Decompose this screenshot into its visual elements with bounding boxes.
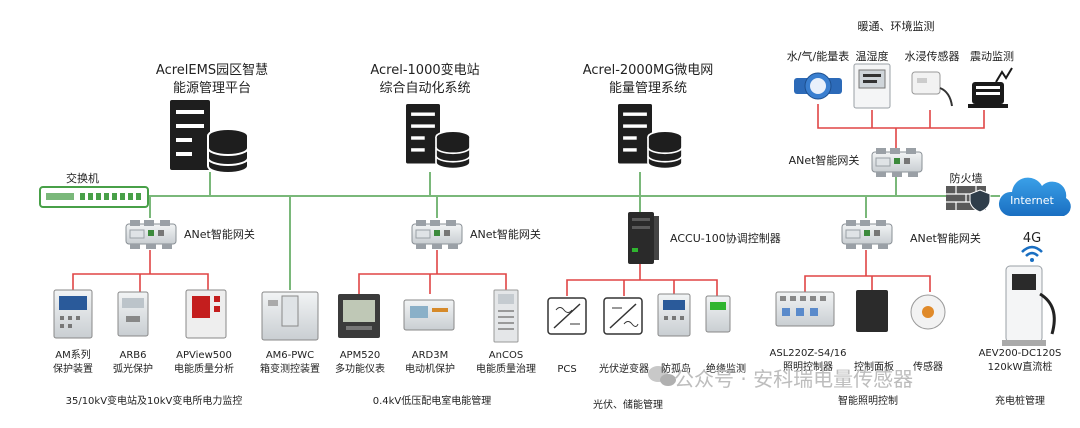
firewall-icon	[946, 186, 991, 213]
group-caption-pv-storage: 光伏、储能管理	[593, 398, 663, 411]
pcs-icon	[547, 297, 587, 335]
arb6-arc-protection-icon	[117, 291, 149, 337]
group-caption-lighting: 智能照明控制	[838, 394, 898, 407]
anti-islanding-device-icon	[657, 293, 691, 337]
accu-controller-icon	[628, 212, 659, 264]
device-asl-l1: ASL220Z-S4/16	[770, 348, 847, 359]
device-arb-l2: 弧光保护	[113, 362, 153, 375]
device-panel: 控制面板	[854, 360, 894, 373]
apm520-meter-icon	[338, 294, 380, 338]
device-aev-l2: 120kW直流桩	[988, 360, 1053, 373]
device-ard-l2: 电动机保护	[405, 362, 455, 375]
device-ancos-l1: AnCOS	[489, 350, 523, 361]
pv-inverter-icon	[603, 297, 643, 335]
gateway-label-g1: ANet智能网关	[184, 227, 255, 241]
gateway-icon	[841, 219, 893, 250]
env-item-leak: 水浸传感器	[905, 50, 960, 63]
ard3m-motor-protector-icon	[403, 299, 455, 331]
ev-charger-icon	[1002, 265, 1056, 346]
group-caption-substation: 35/10kV变电站及10kV变电所电力监控	[66, 394, 243, 407]
water-meter-icon	[794, 72, 842, 100]
env-gateway-icon	[871, 147, 923, 178]
gateway-icon	[125, 219, 177, 250]
signal-4g-label: 4G	[1023, 231, 1041, 246]
device-sensor: 传感器	[913, 360, 943, 373]
ems-title-line1: AcrelEMS园区智慧	[156, 62, 268, 78]
s2000-title-line2: 能量管理系统	[609, 81, 687, 96]
device-am-l2: 保护装置	[53, 362, 93, 375]
ems-title-line2: 能源管理平台	[173, 81, 251, 96]
gateway-label-g4: ANet智能网关	[910, 231, 981, 245]
asl-lighting-controller-icon	[775, 291, 835, 327]
lighting-sensor-icon	[910, 294, 946, 330]
firewall-label: 防火墙	[950, 171, 983, 185]
accu-label: ACCU-100协调控制器	[670, 231, 781, 245]
device-apm-l1: APM520	[340, 350, 381, 361]
apview500-analyzer-icon	[185, 289, 227, 339]
device-am-l1: AM系列	[55, 348, 90, 361]
env-item-meter: 水/气/能量表	[787, 49, 849, 63]
device-pv: 光伏逆变器	[599, 362, 649, 375]
env-item-vibration: 震动监测	[970, 50, 1014, 63]
internet-label: Internet	[1010, 194, 1054, 207]
ancos-cabinet-icon	[493, 289, 519, 343]
device-anti: 防孤岛	[661, 362, 691, 375]
water-leak-sensor-icon	[911, 71, 953, 107]
device-ancos-l2: 电能质量治理	[476, 362, 536, 375]
s2000-server-icon	[618, 104, 683, 170]
wifi-signal-icon	[1021, 245, 1043, 262]
group-caption-lowvoltage: 0.4kV低压配电室电能管理	[373, 394, 492, 407]
device-apm-l2: 多功能仪表	[335, 362, 385, 375]
device-ard-l1: ARD3M	[412, 350, 448, 361]
device-apv-l1: APView500	[176, 350, 232, 361]
env-title: 暖通、环境监测	[858, 19, 935, 33]
internet-cloud-icon	[998, 177, 1071, 216]
control-panel-icon	[856, 290, 888, 332]
gateway-icon	[411, 219, 463, 250]
ems-server-icon	[170, 100, 249, 174]
s1000-title-line1: Acrel-1000变电站	[370, 62, 479, 78]
wechat-icon	[648, 366, 676, 386]
env-gateway-label: ANet智能网关	[789, 153, 860, 167]
thermo-hygrometer-icon	[853, 63, 891, 109]
device-apv-l2: 电能质量分析	[174, 362, 234, 375]
gateway-label-g2: ANet智能网关	[470, 227, 541, 241]
switch-icon	[39, 186, 149, 208]
am-protection-device-icon	[53, 289, 93, 339]
s2000-title-line1: Acrel-2000MG微电网	[583, 63, 714, 78]
am6-pwc-device-icon	[261, 291, 319, 341]
device-aev-l1: AEV200-DC120S	[979, 348, 1062, 359]
watermark-text: 公众号 · 安科瑞电量传感器	[674, 367, 913, 391]
device-arb-l1: ARB6	[119, 350, 146, 361]
device-am6-l2: 箱变测控装置	[260, 362, 320, 375]
device-pcs: PCS	[557, 364, 576, 375]
vibration-monitor-icon	[968, 67, 1013, 108]
env-item-temp: 温湿度	[856, 49, 889, 63]
device-insul: 绝缘监测	[706, 362, 746, 375]
insulation-monitor-icon	[705, 295, 731, 333]
switch-label: 交换机	[66, 171, 99, 185]
s1000-title-line2: 综合自动化系统	[379, 81, 470, 96]
device-am6-l1: AM6-PWC	[266, 350, 314, 361]
s1000-server-icon	[406, 104, 471, 170]
device-asl-l2: 照明控制器	[783, 360, 833, 373]
group-caption-charging: 充电桩管理	[995, 394, 1045, 407]
